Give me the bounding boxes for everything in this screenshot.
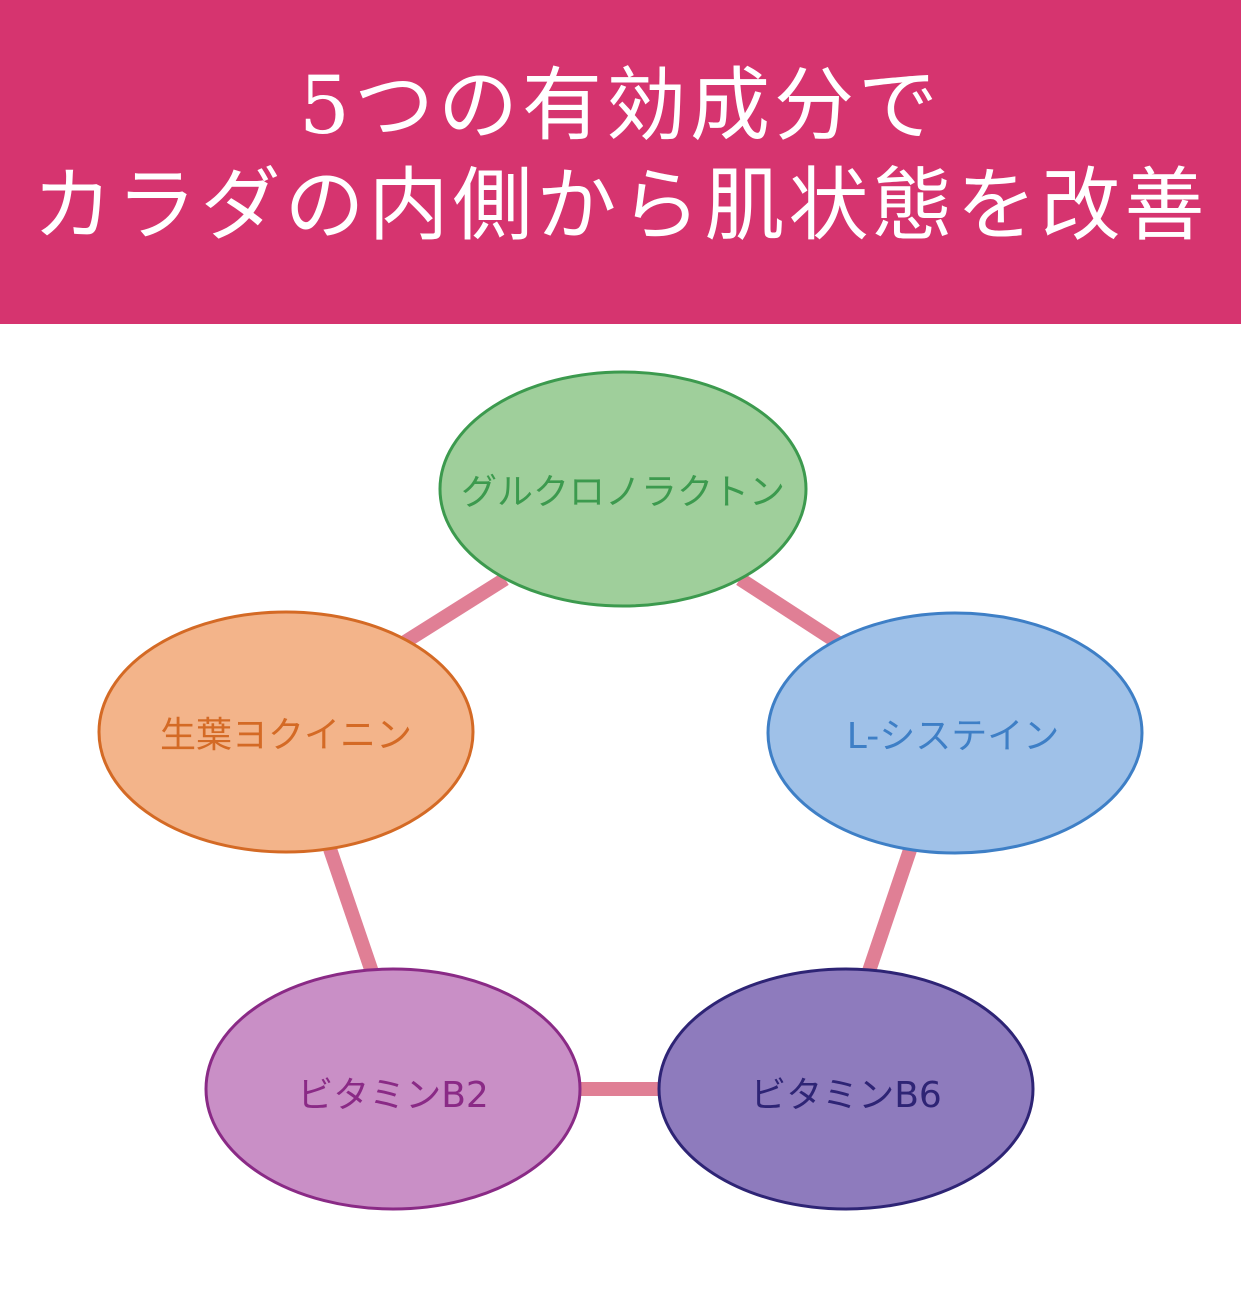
- banner-title-line-2: カラダの内側から肌状態を改善: [32, 159, 1209, 252]
- label-l-cysteine: L-システイン: [846, 716, 1060, 757]
- node-l-cysteine: [766, 611, 1144, 855]
- connector-cysteine-b6: [861, 841, 919, 977]
- connector-b2-coix: [323, 846, 379, 975]
- ingredient-cycle-diagram: グルクロノラクトン L-システイン ビタミンB6 ビタミンB2 生葉ヨクイニン: [0, 324, 1241, 1308]
- node-coix-seed: [97, 610, 475, 854]
- connectors: [323, 573, 919, 1096]
- node-glucuronolactone: [438, 370, 808, 608]
- node-vitamin-b6: [657, 967, 1035, 1211]
- label-glucuronolactone: グルクロノラクトン: [460, 472, 786, 513]
- connector-coix-glucuronolactone: [401, 573, 509, 648]
- diagram-graphic: [97, 370, 1144, 1211]
- label-coix-seed: 生葉ヨクイニン: [159, 715, 413, 756]
- label-vitamin-b2: ビタミンB2: [297, 1075, 489, 1116]
- node-vitamin-b2: [204, 967, 582, 1211]
- connector-glucuronolactone-cysteine: [736, 573, 844, 650]
- banner-title-line-1: 5つの有効成分で: [299, 59, 942, 152]
- title-banner: 5つの有効成分で カラダの内側から肌状態を改善: [0, 0, 1241, 324]
- nodes: [97, 370, 1144, 1211]
- label-vitamin-b6: ビタミンB6: [750, 1075, 942, 1116]
